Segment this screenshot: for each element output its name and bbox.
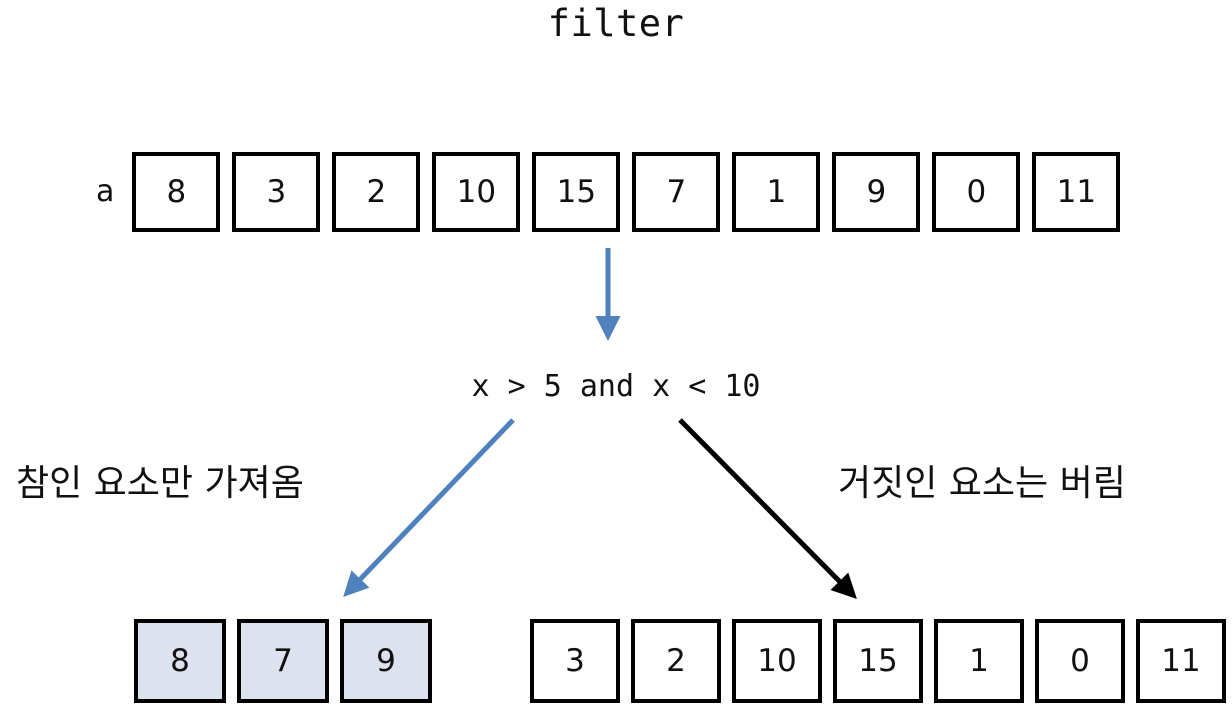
- array-cell: 0: [932, 152, 1021, 232]
- array-cell: 3: [530, 619, 620, 703]
- source-array-cells: 8 3 2 10 15 7 1 9 0 11: [132, 152, 1121, 232]
- array-cell: 7: [237, 619, 329, 703]
- condition-expression: x > 5 and x < 10: [471, 369, 761, 404]
- array-cell: 0: [1035, 619, 1125, 703]
- source-array-label: a: [96, 174, 115, 209]
- array-cell: 1: [934, 619, 1024, 703]
- page-title: filter: [547, 2, 685, 45]
- false-branch-caption: 거짓인 요소는 버림: [838, 463, 1126, 504]
- kept-array-cells: 8 7 9: [134, 619, 432, 703]
- false-branch-arrow-icon: [678, 418, 857, 599]
- true-branch-arrow-icon: [343, 418, 515, 598]
- kept-array-row: 8 7 9: [134, 619, 432, 703]
- discarded-array-cells: 3 2 10 15 1 0 11: [530, 619, 1226, 703]
- array-cell: 8: [134, 619, 226, 703]
- array-cell: 2: [631, 619, 721, 703]
- array-cell: 9: [832, 152, 921, 232]
- array-cell: 10: [432, 152, 521, 232]
- array-cell: 9: [340, 619, 432, 703]
- array-cell: 11: [1136, 619, 1226, 703]
- array-cell: 15: [833, 619, 923, 703]
- array-cell: 3: [232, 152, 321, 232]
- array-cell: 8: [132, 152, 221, 232]
- array-cell: 10: [732, 619, 822, 703]
- array-cell: 7: [632, 152, 721, 232]
- array-cell: 1: [732, 152, 821, 232]
- array-cell: 11: [1032, 152, 1121, 232]
- true-branch-caption: 참인 요소만 가져옴: [16, 463, 304, 504]
- discarded-array-row: 3 2 10 15 1 0 11: [530, 619, 1226, 703]
- source-array-row: a 8 3 2 10 15 7 1 9 0 11: [96, 152, 1121, 232]
- array-cell: 2: [332, 152, 421, 232]
- array-cell: 15: [532, 152, 621, 232]
